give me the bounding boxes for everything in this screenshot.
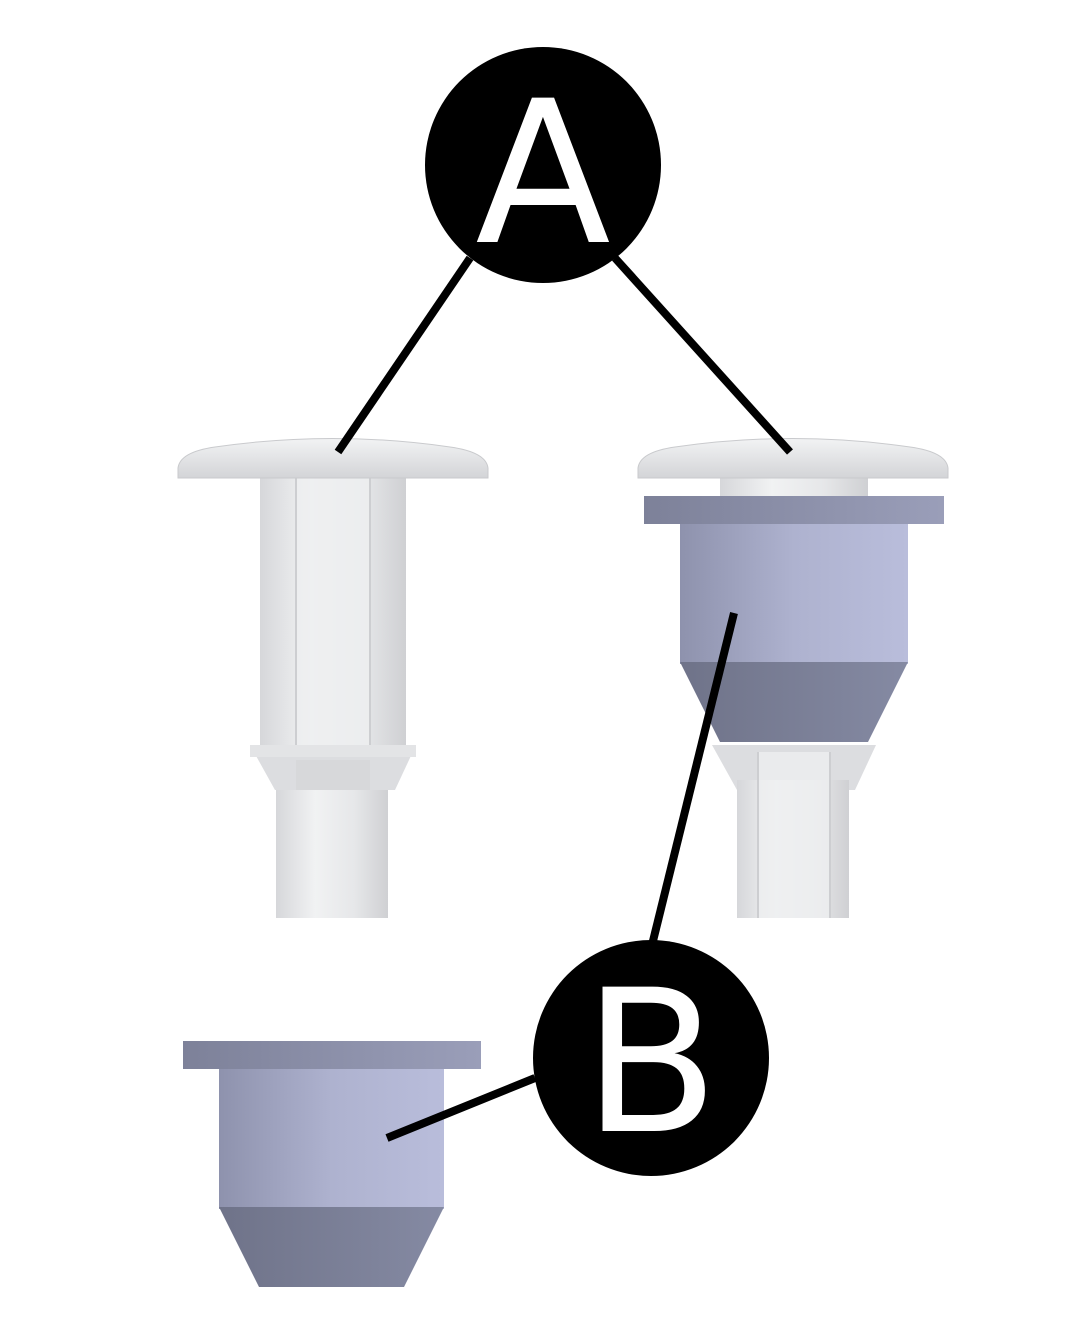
- pin-left-lower-shank: [276, 790, 388, 918]
- pin-left-head: [177, 438, 489, 479]
- bushing-installed-body: [680, 524, 908, 664]
- pin-left: [177, 438, 489, 918]
- bushing-loose: [183, 1041, 481, 1287]
- bushing-installed-cone: [680, 662, 908, 742]
- leader-lines: [334, 255, 793, 1142]
- bushing-installed-flange: [644, 496, 944, 524]
- pin-right-head: [637, 438, 949, 479]
- callout-b: B: [533, 940, 769, 1178]
- callout-b-circle: [533, 940, 769, 1176]
- leader-a-right: [612, 255, 793, 455]
- bushing-installed: [644, 496, 944, 742]
- leader-b-lower: [385, 1074, 537, 1142]
- callout-a: A: [425, 47, 661, 289]
- callout-b-letter: B: [583, 947, 719, 1178]
- leader-b-upper: [648, 612, 738, 946]
- callout-a-circle: [425, 47, 661, 283]
- bushing-loose-cone: [219, 1207, 444, 1287]
- bushing-loose-flange: [183, 1041, 481, 1069]
- bushing-loose-body: [219, 1069, 444, 1209]
- callout-a-letter: A: [475, 58, 610, 289]
- leader-a-left: [334, 255, 474, 455]
